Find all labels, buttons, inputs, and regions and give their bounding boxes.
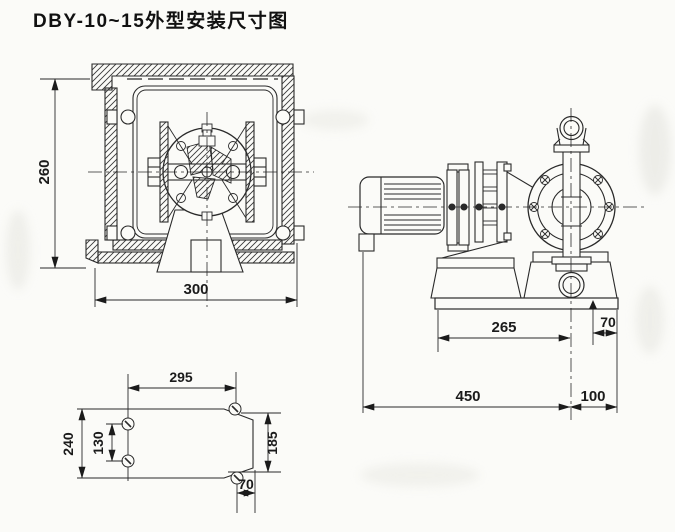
- dim-label-70-side: 70: [600, 314, 616, 330]
- bottom-port: [551, 256, 592, 299]
- diaphragm-clamps: [147, 157, 267, 187]
- side-view: 265 70 450 100: [348, 108, 648, 420]
- lower-brace: [437, 240, 508, 260]
- housing-top-bar: [91, 63, 294, 91]
- dim-label-130: 130: [90, 431, 106, 455]
- dim-label-240: 240: [60, 432, 76, 456]
- plan-bolt-holes: [121, 402, 244, 485]
- housing-right-wall: [281, 75, 295, 245]
- dim-label-70-plan: 70: [238, 476, 254, 492]
- motor-fins: [384, 183, 441, 231]
- scan-smudges: [6, 105, 671, 487]
- dim-130: [106, 423, 123, 462]
- base-plate: [434, 297, 619, 310]
- dim-185: [228, 412, 281, 473]
- gearbox: [474, 161, 512, 243]
- dim-label-450: 450: [455, 388, 480, 405]
- motor-foot: [358, 233, 375, 252]
- drawing-title: DBY-10~15外型安装尺寸图: [33, 11, 289, 32]
- motor-flange: [446, 163, 470, 252]
- dim-label-300: 300: [183, 281, 208, 298]
- wall-bolts: [106, 109, 305, 241]
- plan-view: 295 240 130 185 70: [60, 369, 281, 513]
- base-plate-outline: [77, 408, 254, 479]
- dim-300: [94, 243, 298, 307]
- dim-260: [40, 78, 90, 269]
- top-port: [553, 115, 590, 258]
- dim-label-265: 265: [491, 319, 516, 336]
- housing-left-foot: [85, 239, 99, 264]
- bolt-center-lines: [127, 372, 256, 513]
- left-pedestal: [430, 257, 522, 299]
- front-view: 260 300: [36, 63, 314, 307]
- pedestal-notch: [190, 239, 222, 273]
- dim-label-260: 260: [36, 159, 53, 184]
- side-dim-extensions: [362, 252, 618, 413]
- dim-label-185: 185: [264, 431, 280, 455]
- dim-label-295: 295: [169, 369, 193, 385]
- dim-label-100: 100: [580, 388, 605, 405]
